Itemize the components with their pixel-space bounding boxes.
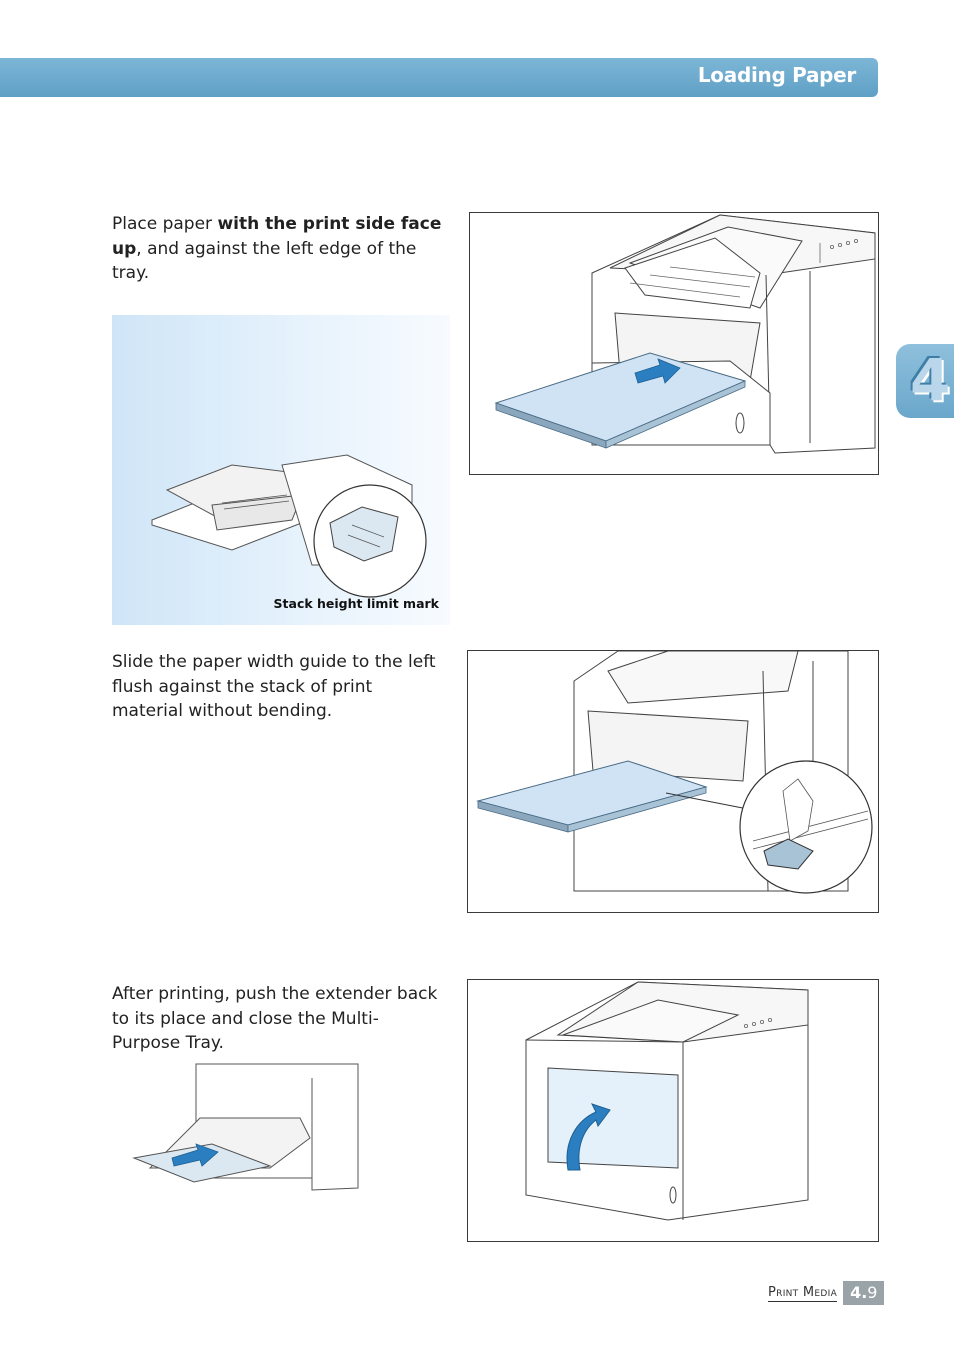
footer-section-label: Print Media — [768, 1284, 838, 1302]
step-3-text: After printing, push the extender back t… — [112, 984, 438, 1053]
page-number-minor: 9 — [867, 1283, 878, 1302]
tray-closeup-illustration — [151, 454, 427, 598]
step-1-text-bold: with the print side face up — [112, 214, 442, 259]
width-guide-illustration — [476, 651, 873, 894]
page-number: 4.9 — [843, 1281, 885, 1305]
section-header-bar: Loading Paper — [0, 58, 878, 97]
step-1-text-b: , and against the left edge of the tray. — [112, 238, 417, 284]
figure-load-paper — [469, 212, 879, 475]
tray-extender-illustration — [132, 1063, 359, 1191]
stack-height-caption: Stack height limit mark — [273, 596, 439, 611]
figure-width-guide — [467, 650, 879, 913]
step-2-text: Slide the paper width guide to the left … — [112, 652, 436, 721]
step-1-text-a: Place paper — [112, 214, 218, 234]
stack-limit-callout-panel: Stack height limit mark — [112, 315, 450, 625]
printer-closed-illustration — [525, 981, 809, 1221]
page-title: Loading Paper — [697, 63, 856, 87]
page-footer: Print Media 4.9 — [768, 1281, 885, 1305]
printer-loading-illustration — [494, 214, 876, 454]
step-1-text: Place paper with the print side face up,… — [112, 212, 444, 286]
figure-close-tray — [467, 979, 879, 1242]
chapter-number: 4 — [910, 346, 951, 414]
page-number-major: 4. — [850, 1283, 868, 1302]
extender-illustration — [130, 1058, 362, 1198]
chapter-tab: 4 — [896, 344, 954, 418]
